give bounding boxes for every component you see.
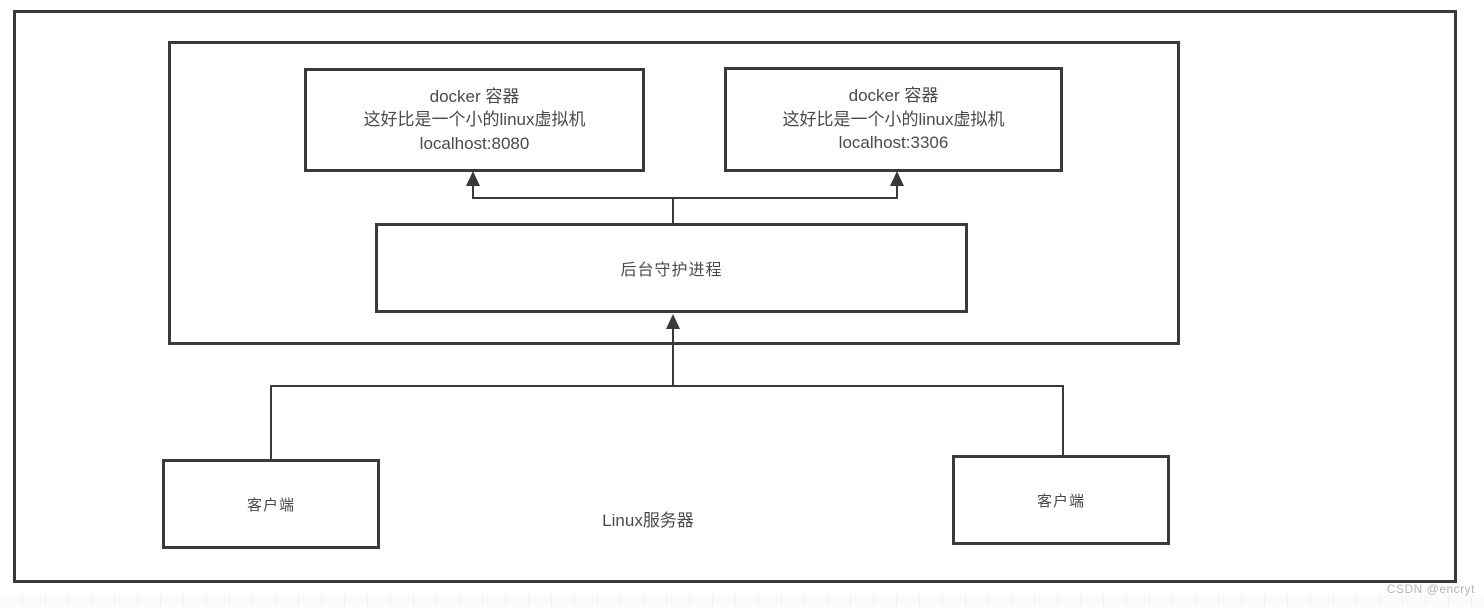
connector-left-arrow-stub: [472, 183, 474, 199]
arrowhead-up-to-docker-3306-icon: [890, 171, 904, 186]
connector-top-horizontal: [472, 197, 898, 199]
docker-container-3306-description: 这好比是一个小的linux虚拟机: [782, 109, 1005, 129]
docker-container-3306-title: docker 容器: [848, 86, 939, 106]
connector-client-left-stub: [270, 385, 272, 461]
docker-container-8080-box: docker 容器 这好比是一个小的linux虚拟机 localhost:808…: [304, 68, 645, 172]
docker-host-box: [168, 41, 1180, 345]
client-left-label: 客户端: [246, 496, 295, 514]
docker-container-8080-description: 这好比是一个小的linux虚拟机: [363, 110, 586, 130]
connector-daemon-top-stub: [672, 197, 674, 225]
docker-container-3306-box: docker 容器 这好比是一个小的linux虚拟机 localhost:330…: [724, 67, 1063, 172]
arrowhead-up-to-daemon-icon: [666, 314, 680, 329]
arrowhead-up-to-docker-8080-icon: [466, 171, 480, 186]
client-right-label: 客户端: [1036, 492, 1085, 510]
connector-client-right-stub: [1062, 385, 1064, 457]
docker-container-3306-address: localhost:3306: [838, 133, 949, 153]
client-right-box: 客户端: [952, 455, 1170, 545]
client-left-box: 客户端: [162, 459, 380, 549]
connector-bottom-horizontal: [270, 385, 1064, 387]
connector-right-arrow-stub: [896, 183, 898, 199]
linux-server-box: [13, 10, 1457, 583]
docker-container-8080-title: docker 容器: [429, 86, 520, 106]
watermark-text: CSDN @encryt: [1386, 582, 1475, 596]
docker-container-8080-address: localhost:8080: [419, 133, 530, 153]
linux-server-label: Linux服务器: [602, 511, 694, 530]
connector-center-vertical: [672, 326, 674, 387]
daemon-process-label: 后台守护进程: [620, 262, 723, 279]
background-strip: [0, 595, 1484, 607]
daemon-process-box: 后台守护进程: [375, 223, 968, 313]
